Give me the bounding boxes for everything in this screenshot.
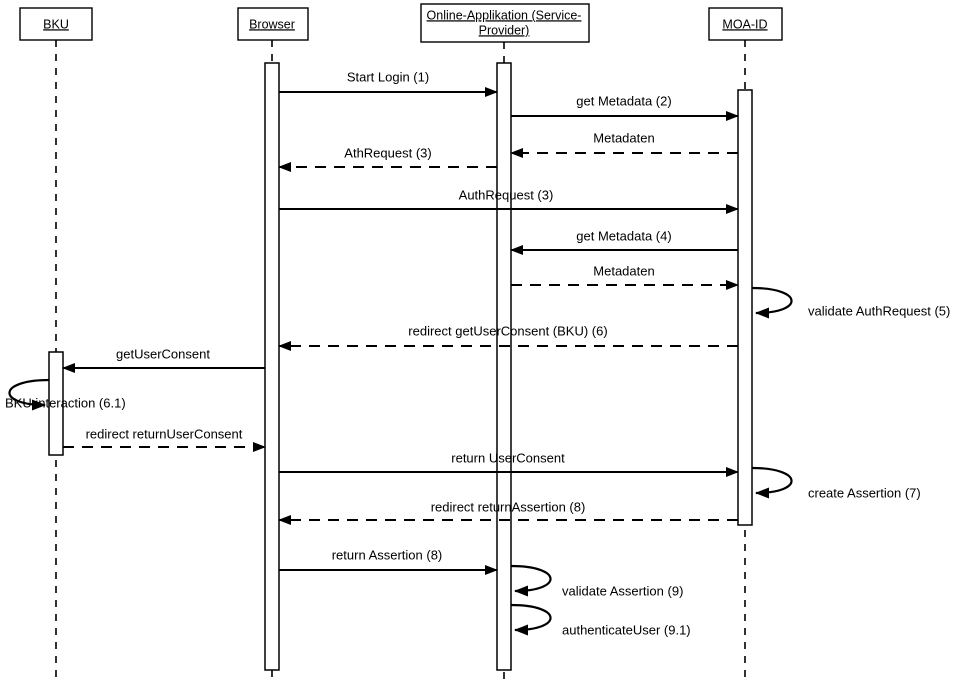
self-message-label-4: validate Assertion (9) <box>562 583 683 598</box>
activations-layer <box>48 62 753 671</box>
message-12: redirect returnAssertion (8) <box>278 499 738 525</box>
self-message-label-5: authenticateUser (9.1) <box>562 622 691 637</box>
message-label-12: redirect returnAssertion (8) <box>431 499 586 514</box>
message-label-9: getUserConsent <box>116 346 210 361</box>
self-message-label-3: create Assertion (7) <box>808 485 921 500</box>
lifeline-header-box-bku[interactable] <box>19 7 93 41</box>
message-13: return Assertion (8) <box>279 547 498 575</box>
message-7: Metadaten <box>511 263 739 290</box>
self-message-4: validate Assertion (9) <box>510 564 683 598</box>
self-message-arrow-2[interactable] <box>8 378 50 411</box>
lifeline-moaid: MOA-ID <box>708 7 783 682</box>
lifeline-header-box-moaid[interactable] <box>708 7 783 41</box>
self-message-arrow-3[interactable] <box>751 466 793 499</box>
message-label-6: get Metadata (4) <box>576 228 671 243</box>
message-6: get Metadata (4) <box>510 228 738 255</box>
self-message-arrow-4[interactable] <box>510 564 552 597</box>
self-message-5: authenticateUser (9.1) <box>510 603 691 637</box>
lifeline-label-moaid: MOA-ID <box>722 17 767 31</box>
message-4: AthRequest (3) <box>278 145 497 172</box>
self-message-2: BKU interaction (6.1) <box>5 378 126 411</box>
self-message-1: validate AuthRequest (5) <box>751 286 950 319</box>
self-message-3: create Assertion (7) <box>751 466 921 500</box>
lifeline-label-oa: Online-Applikation (Service- <box>427 8 582 22</box>
lifeline-label-bku: BKU <box>43 17 69 31</box>
activation-bar-oa <box>496 62 512 671</box>
message-10: redirect returnUserConsent <box>63 426 266 452</box>
message-label-2: get Metadata (2) <box>576 93 671 108</box>
self-message-label-2: BKU interaction (6.1) <box>5 395 126 410</box>
message-label-11: return UserConsent <box>451 450 565 465</box>
self-messages-layer: validate AuthRequest (5) BKU interaction … <box>5 286 950 637</box>
message-label-13: return Assertion (8) <box>332 547 443 562</box>
lifeline-label-oa-line2: Provider) <box>479 23 530 37</box>
activation-bar-bku <box>48 351 64 456</box>
message-3: Metadaten <box>510 130 738 158</box>
activation-bar-browser <box>264 62 280 671</box>
lifeline-header-box-browser[interactable] <box>237 7 309 41</box>
lifeline-label-browser: Browser <box>249 17 295 31</box>
message-label-1: Start Login (1) <box>347 69 429 84</box>
self-message-arrow-5[interactable] <box>510 603 552 636</box>
message-1: Start Login (1) <box>279 69 498 97</box>
self-message-label-1: validate AuthRequest (5) <box>808 303 950 318</box>
message-9: getUserConsent <box>62 346 265 373</box>
message-label-10: redirect returnUserConsent <box>86 426 243 441</box>
self-message-arrow-1[interactable] <box>751 286 793 319</box>
message-label-8: redirect getUserConsent (BKU) (6) <box>408 323 607 338</box>
message-11: return UserConsent <box>279 450 739 477</box>
message-label-5: AuthRequest (3) <box>459 187 554 202</box>
message-5: AuthRequest (3) <box>279 187 739 214</box>
lifeline-header-box-oa[interactable] <box>420 3 590 43</box>
lifeline-bku: BKU <box>19 7 93 682</box>
message-label-3: Metadaten <box>593 130 654 145</box>
message-label-4: AthRequest (3) <box>344 145 431 160</box>
message-label-7: Metadaten <box>593 263 654 278</box>
activation-bar-moaid <box>737 89 753 526</box>
messages-layer: Start Login (1) get Metadata (2) Metadaten… <box>62 69 739 575</box>
message-8: redirect getUserConsent (BKU) (6) <box>278 323 738 351</box>
message-2: get Metadata (2) <box>511 93 739 121</box>
